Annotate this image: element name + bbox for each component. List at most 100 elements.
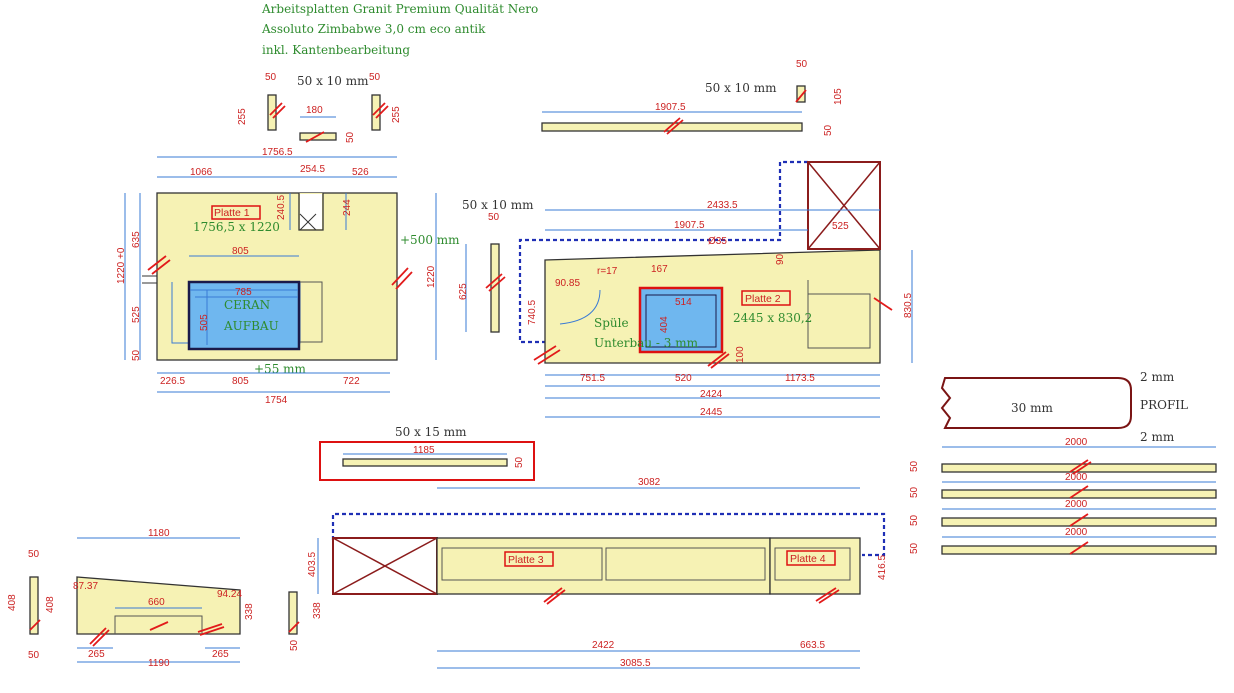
p4-dim-663-5: 663.5 [800,640,825,651]
strip-50x15: 50 x 15 mm 1185 50 [319,425,535,481]
plate-1-size: 1756,5 x 1220 [193,220,280,234]
p2-dim-r17: r=17 [597,266,618,277]
strip-15-length: 1185 [413,445,435,456]
p2-dim-1907-5: 1907.5 [674,220,705,231]
pl-dim-50-bottom: 50 [28,650,40,661]
p2-dim-514: 514 [675,297,692,308]
bar-4-width: 50 [909,542,920,554]
p2-dim-525: 525 [832,221,849,232]
plate-3-4: Platte 3 Platte 4 3082 403.5 416.5 2422 … [307,477,888,669]
p3-dim-2422: 2422 [592,640,615,651]
p2-dim-90: 90 [775,253,786,265]
p2-dim-diameter-35: Ø35 [708,236,727,247]
header-line-3: inkl. Kantenbearbeitung [262,43,411,57]
p1-dim-505: 505 [199,314,210,331]
strip-dim-255-b: 255 [391,106,402,123]
plate-1-label: Platte 1 [214,207,250,219]
pl-dim-50-top: 50 [28,549,40,560]
p1-note-1220-plus-0: 1220 +0 [116,247,127,284]
strip-label-50x10-a: 50 x 10 mm [297,74,369,88]
p1-dim-635: 635 [131,231,142,248]
pl-dim-660: 660 [148,597,165,608]
p1-dim-805-top: 805 [232,246,249,257]
p3-dim-3085-5: 3085.5 [620,658,651,669]
p1-dim-1066: 1066 [190,167,213,178]
pl-dim-338-b: 338 [312,602,323,619]
p1-dim-50: 50 [131,349,142,361]
strip-label-50x10-b: 50 x 10 mm [705,81,777,95]
pl-dim-50-c: 50 [289,639,300,651]
plate-1: Platte 1 1756,5 x 1220 CERAN AUFBAU +500… [116,147,460,406]
p2-dim-751-5: 751.5 [580,373,605,384]
p1-dim-1220: 1220 [426,265,437,288]
bar-3-width: 50 [909,514,920,526]
pl-dim-265-a: 265 [88,649,105,660]
strip-dim-625: 625 [458,283,469,300]
p3-dim-403-5: 403.5 [307,552,318,577]
strip-dim-180: 180 [306,105,323,116]
p2-dim-100: 100 [735,346,746,363]
profil-thickness: 30 mm [1011,401,1053,415]
profil-label: PROFIL [1140,398,1188,412]
pl-dim-1190: 1190 [148,658,170,669]
p2-dim-740-5: 740.5 [527,300,538,325]
strip-dim-105: 105 [833,88,844,105]
plate-2-label: Platte 2 [745,293,781,305]
pl-dim-338: 338 [244,603,255,620]
p1-dim-226-5: 226.5 [160,376,185,387]
p2-dim-2433-5: 2433.5 [707,200,738,211]
strip-dim-255-a: 255 [237,108,248,125]
plate-3-label: Platte 3 [508,554,544,566]
strip-dim-50-c: 50 [369,72,381,83]
plate-2-size: 2445 x 830,2 [733,311,812,325]
strip-dim-50-b: 50 [345,131,356,143]
p2-dim-520: 520 [675,373,692,384]
p1-dim-785: 785 [235,287,252,298]
strip-dim-50-f: 50 [488,212,500,223]
p2-dim-404: 404 [659,316,670,333]
p1-dim-722: 722 [343,376,360,387]
p1-dim-254-5: 254.5 [300,164,325,175]
unterbau-label: Unterbau - 3 mm [594,336,699,350]
strip-label-50x10-c: 50 x 10 mm [462,198,534,212]
strip-dim-50-d: 50 [796,59,808,70]
aufbau-label: AUFBAU [223,319,279,333]
p1-dim-244: 244 [342,199,353,216]
pl-dim-265-b: 265 [212,649,229,660]
p1-dim-1756-5: 1756.5 [262,147,293,158]
strip-15-width: 50 [514,456,525,468]
bar-1-length: 2000 [1065,437,1088,448]
pl-dim-408-a: 408 [7,594,18,611]
p2-dim-1173-5: 1173.5 [785,373,815,384]
p1-dim-805-bottom: 805 [232,376,249,387]
plate-4-label: Platte 4 [790,553,826,565]
p2-dim-830-5: 830.5 [903,293,914,318]
profil-top-2mm: 2 mm [1140,370,1175,384]
p1-dim-525: 525 [131,306,142,323]
strip-dim-50-e: 50 [823,124,834,136]
pl-dim-87-37: 87.37 [73,581,98,592]
pl-dim-408-b: 408 [45,596,56,613]
bars-2000: 2000 50 2000 50 2000 50 2000 50 [909,437,1217,555]
plate-2: Platte 2 2445 x 830,2 Spüle Unterbau - 3… [518,160,914,418]
p4-dim-416-5: 416.5 [877,555,888,580]
p2-dim-90-85: 90.85 [555,278,580,289]
p1-dim-240-5: 240.5 [276,195,287,220]
ceran-label: CERAN [224,298,270,312]
p3-dim-3082: 3082 [638,477,661,488]
strip-15-label: 50 x 15 mm [395,425,467,439]
header-line-1: Arbeitsplatten Granit Premium Qualität N… [262,2,539,16]
plate-left: 50 50 408 408 1180 87.37 94.24 660 338 2… [7,528,323,669]
top-strips: 50 x 10 mm 50 255 180 50 50 255 1907.5 5… [237,59,844,333]
profil-bottom-2mm: 2 mm [1140,430,1175,444]
bar-2-length: 2000 [1065,472,1088,483]
spule-label: Spüle [594,316,629,330]
bar-4-length: 2000 [1065,527,1088,538]
p1-dim-1754: 1754 [265,395,288,406]
bar-2-width: 50 [909,486,920,498]
pl-dim-1180: 1180 [148,528,170,539]
sink-basin [638,286,724,354]
strip-dim-50-a: 50 [265,72,277,83]
p2-dim-2424: 2424 [700,389,723,400]
